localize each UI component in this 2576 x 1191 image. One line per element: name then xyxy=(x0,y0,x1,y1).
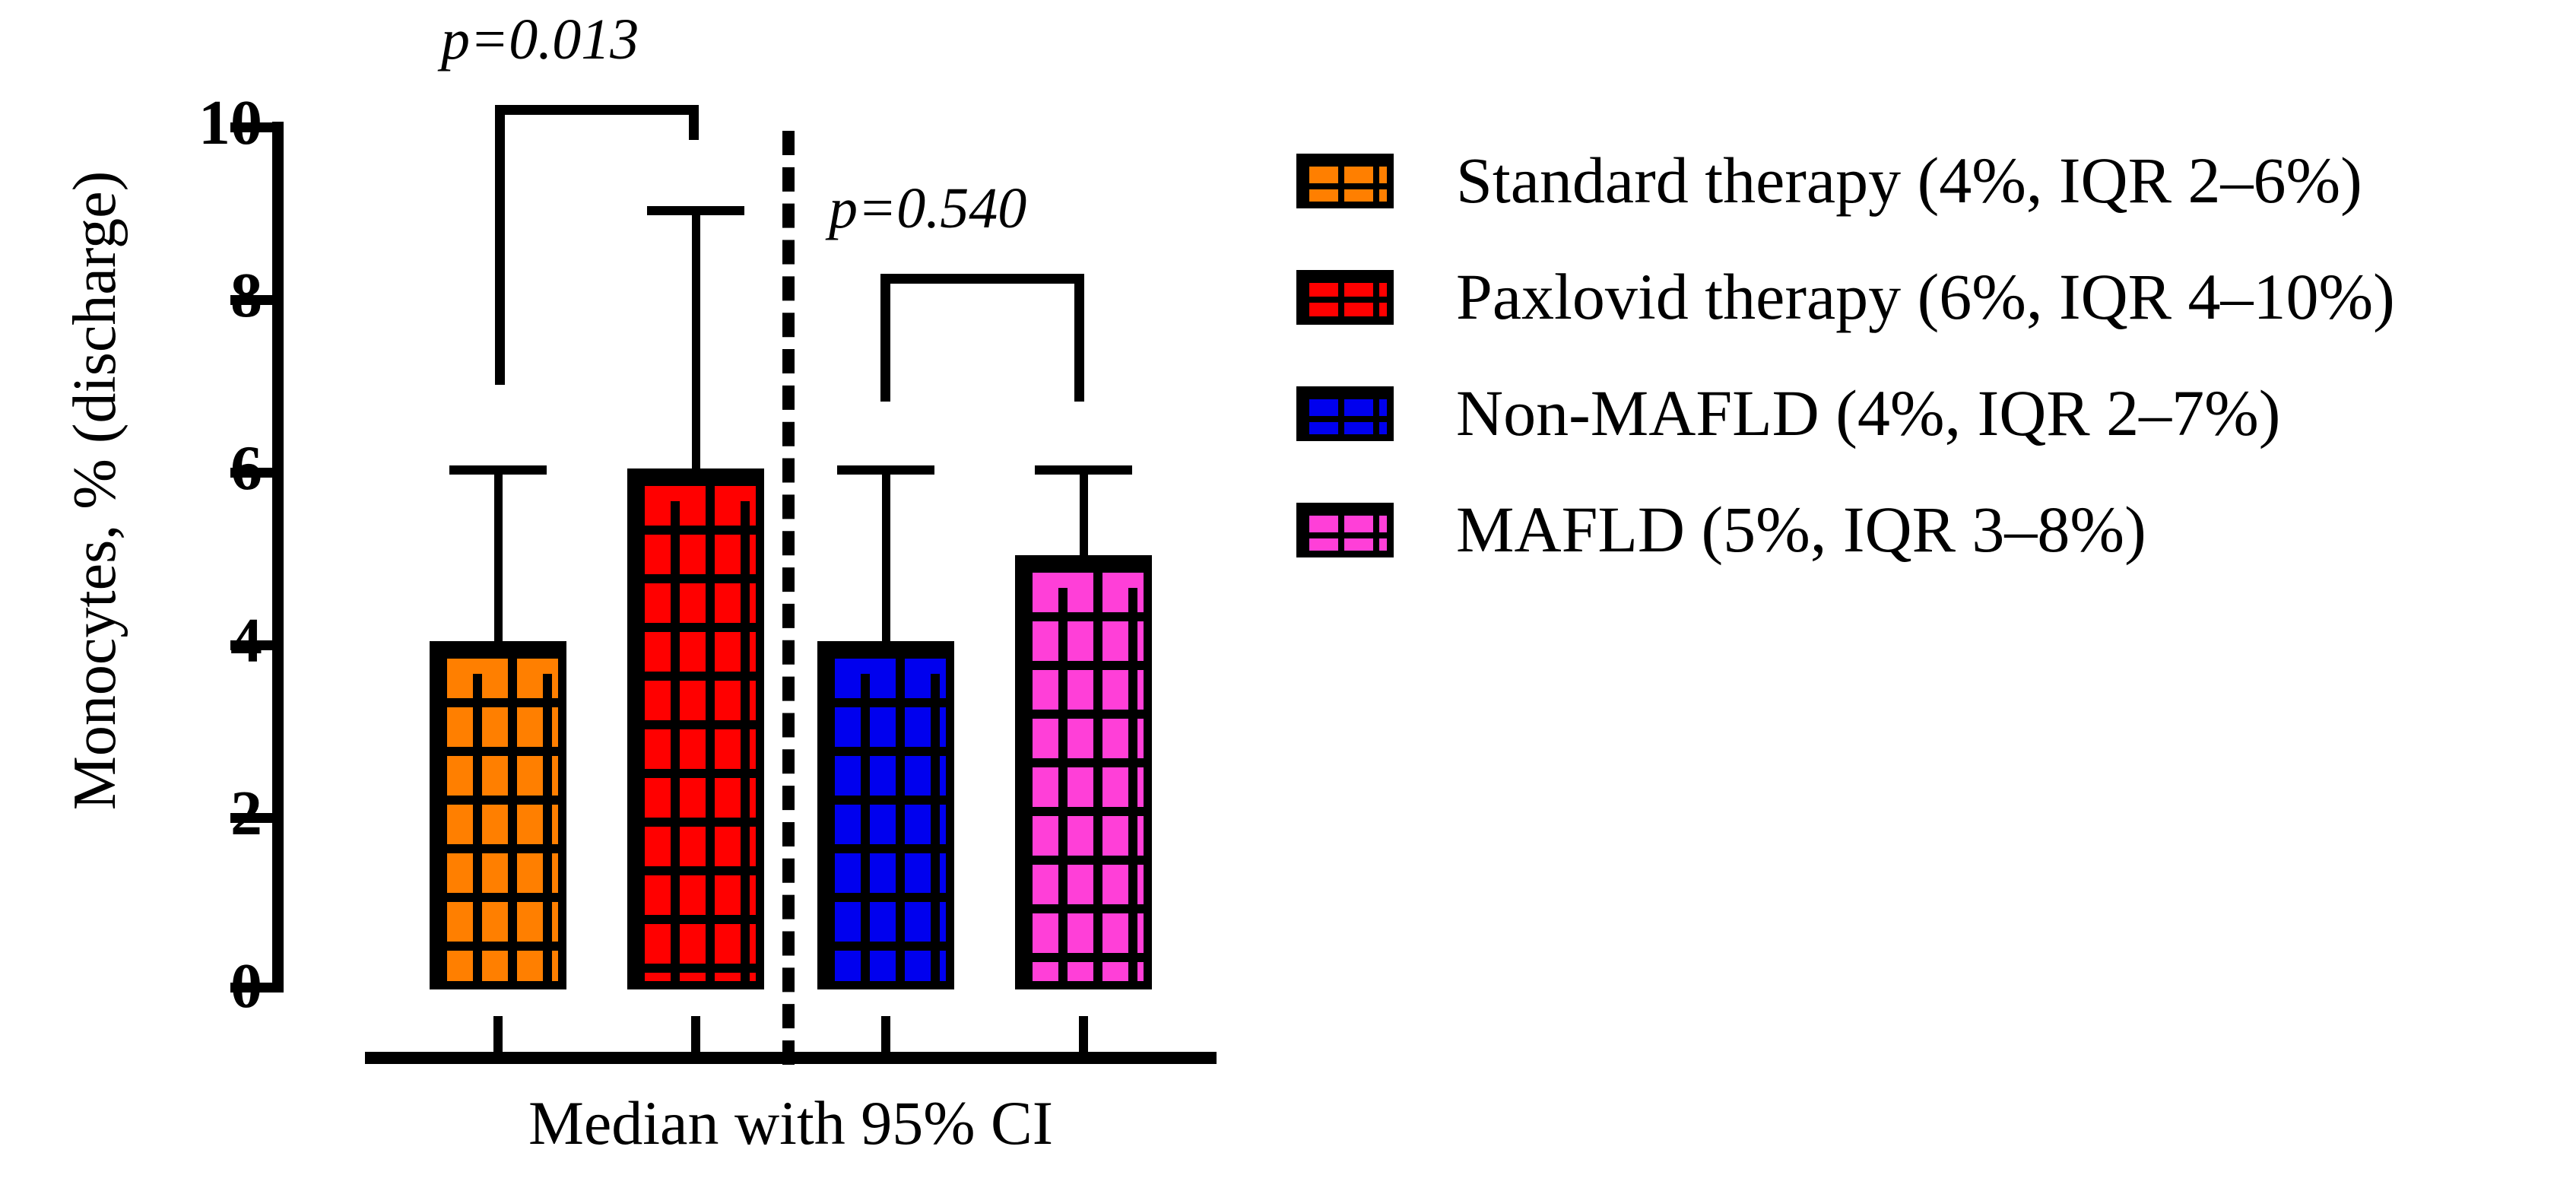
error-bar-stem-paxlovid xyxy=(692,209,700,472)
legend-swatch-icon-non-mafld xyxy=(1296,386,1394,441)
significance-bracket-2-right-leg xyxy=(1074,274,1084,402)
bar-standard-therapy-brick-offset xyxy=(438,674,558,981)
legend-item-paxlovid-therapy[interactable]: Paxlovid therapy (6%, IQR 4–10%) xyxy=(1296,253,2551,370)
x-axis-spine xyxy=(365,1052,1217,1064)
error-bar-cap-mafld xyxy=(1035,465,1132,475)
group-divider-dashed-line xyxy=(782,131,795,1065)
legend-swatch-icon-standard-therapy xyxy=(1296,154,1394,208)
error-bar-stem-mafld xyxy=(1080,468,1088,557)
y-tick-mark-0 xyxy=(230,983,274,992)
y-tick-mark-2 xyxy=(230,813,274,823)
x-tick-mark-paxlovid xyxy=(691,1016,700,1054)
significance-bracket-1-top xyxy=(495,105,699,115)
legend-swatch-icon-paxlovid-therapy xyxy=(1296,270,1394,325)
legend-item-standard-therapy[interactable]: Standard therapy (4%, IQR 2–6%) xyxy=(1296,137,2551,253)
legend-item-non-mafld[interactable]: Non-MAFLD (4%, IQR 2–7%) xyxy=(1296,370,2551,486)
y-tick-mark-8 xyxy=(230,295,274,305)
error-bar-cap-non-mafld xyxy=(837,465,934,475)
error-bar-stem-standard xyxy=(494,468,503,643)
error-bar-stem-non-mafld xyxy=(882,468,890,643)
x-tick-mark-non-mafld xyxy=(881,1016,890,1054)
legend-item-mafld[interactable]: MAFLD (5%, IQR 3–8%) xyxy=(1296,486,2551,602)
significance-bracket-1-right-leg xyxy=(689,105,699,140)
significance-bracket-2-top xyxy=(880,274,1084,284)
x-axis-caption: Median with 95% CI xyxy=(528,1088,1054,1158)
p-value-label-2: p=0.540 xyxy=(829,176,1027,240)
significance-bracket-1-left-leg xyxy=(495,105,505,385)
y-tick-mark-6 xyxy=(230,468,274,478)
bar-paxlovid-therapy-brick-offset xyxy=(636,501,756,981)
legend-label-non-mafld: Non-MAFLD (4%, IQR 2–7%) xyxy=(1456,376,2281,449)
p-value-label-1: p=0.013 xyxy=(441,8,639,71)
error-bar-cap-paxlovid xyxy=(647,206,744,215)
y-tick-mark-10 xyxy=(230,122,274,132)
legend: Standard therapy (4%, IQR 2–6%) Paxlovid… xyxy=(1296,137,2551,602)
error-bar-cap-standard xyxy=(449,465,547,475)
x-tick-mark-mafld xyxy=(1079,1016,1088,1054)
bar-mafld-brick-offset xyxy=(1023,588,1144,981)
y-tick-mark-4 xyxy=(230,640,274,650)
legend-label-mafld: MAFLD (5%, IQR 3–8%) xyxy=(1456,493,2146,566)
x-tick-mark-standard xyxy=(493,1016,503,1054)
y-axis-title: Monocytes, % (discharge) xyxy=(62,170,128,811)
legend-label-standard-therapy: Standard therapy (4%, IQR 2–6%) xyxy=(1456,144,2362,217)
legend-swatch-icon-mafld xyxy=(1296,503,1394,557)
y-axis-spine xyxy=(272,122,284,992)
bar-non-mafld-brick-offset xyxy=(826,674,946,981)
legend-label-paxlovid-therapy: Paxlovid therapy (6%, IQR 4–10%) xyxy=(1456,260,2395,333)
significance-bracket-2-left-leg xyxy=(880,274,890,402)
